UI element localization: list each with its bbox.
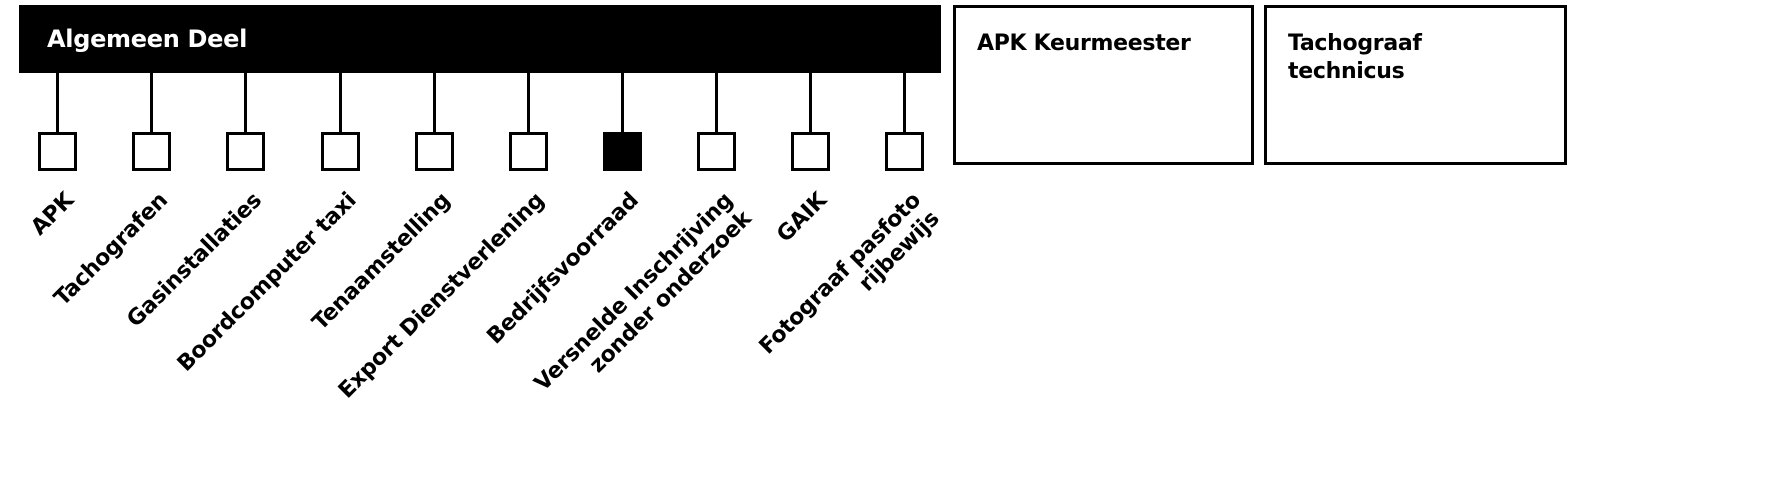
- connector-line: [433, 73, 436, 132]
- connector-line: [527, 73, 530, 132]
- main-node-label: Algemeen Deel: [47, 25, 248, 53]
- child-node-export-dienstverlening: [509, 132, 548, 171]
- child-node-tachografen: [132, 132, 171, 171]
- connector-line: [150, 73, 153, 132]
- connector-line: [715, 73, 718, 132]
- side-node-label: APK Keurmeester: [977, 31, 1191, 56]
- connector-line: [903, 73, 906, 132]
- child-node-boordcomputer-taxi: [321, 132, 360, 171]
- main-node-algemeen-deel: Algemeen Deel: [19, 5, 941, 73]
- child-node-gasinstallaties: [226, 132, 265, 171]
- child-node-tenaamstelling: [415, 132, 454, 171]
- child-node-apk: [38, 132, 77, 171]
- child-node-label: APK: [26, 188, 79, 241]
- connector-line: [244, 73, 247, 132]
- child-node-versnelde-inschrijving-zonder-onderzoek: [697, 132, 736, 171]
- child-node-label: GAIK: [772, 188, 832, 248]
- connector-line: [809, 73, 812, 132]
- connector-line: [56, 73, 59, 132]
- child-node-bedrijfsvoorraad: [603, 132, 642, 171]
- connector-line: [621, 73, 624, 132]
- child-node-label: Boordcomputer taxi: [172, 188, 362, 377]
- connector-line: [339, 73, 342, 132]
- child-node-fotograaf-pasfoto-rijbewijs: [885, 132, 924, 171]
- side-node-apk-keurmeester: APK Keurmeester: [953, 5, 1254, 165]
- child-node-gaik: [791, 132, 830, 171]
